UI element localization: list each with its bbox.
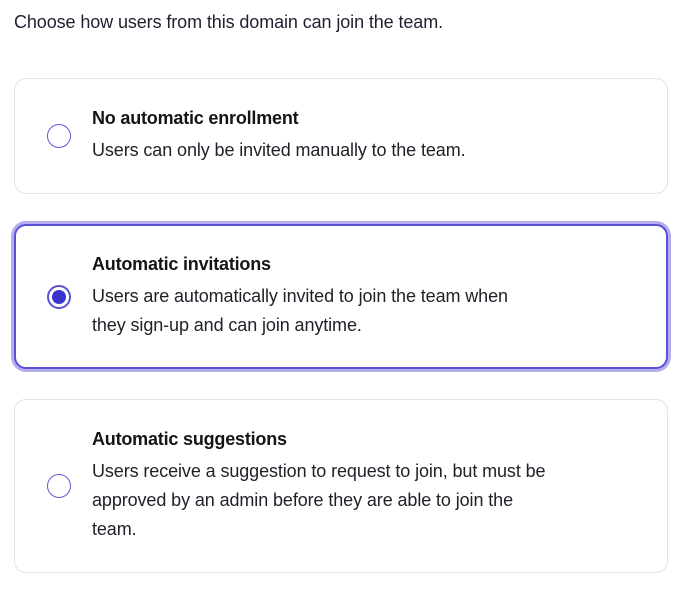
page-heading: Choose how users from this domain can jo…: [14, 12, 444, 32]
option-text-block: No automatic enrollment Users can only b…: [92, 107, 466, 165]
option-title: Automatic invitations: [92, 254, 271, 274]
option-title: No automatic enrollment: [92, 108, 299, 128]
domain-join-settings-panel: Choose how users from this domain can jo…: [14, 12, 668, 573]
radio-automatic-suggestions[interactable]: [47, 474, 71, 498]
option-description: Users can only be invited manually to th…: [92, 140, 466, 160]
option-description: Users receive a suggestion to request to…: [92, 461, 546, 539]
option-title: Automatic suggestions: [92, 429, 287, 449]
option-description: Users are automatically invited to join …: [92, 286, 508, 335]
radio-automatic-invitations[interactable]: [47, 284, 71, 309]
option-card-no-automatic-enrollment[interactable]: No automatic enrollment Users can only b…: [14, 78, 668, 194]
radio-no-automatic-enrollment[interactable]: [47, 124, 71, 148]
option-text-block: Automatic invitations Users are automati…: [92, 253, 532, 340]
option-card-automatic-invitations[interactable]: Automatic invitations Users are automati…: [14, 224, 668, 369]
option-card-automatic-suggestions[interactable]: Automatic suggestions Users receive a su…: [14, 399, 668, 573]
option-text-block: Automatic suggestions Users receive a su…: [92, 428, 548, 544]
